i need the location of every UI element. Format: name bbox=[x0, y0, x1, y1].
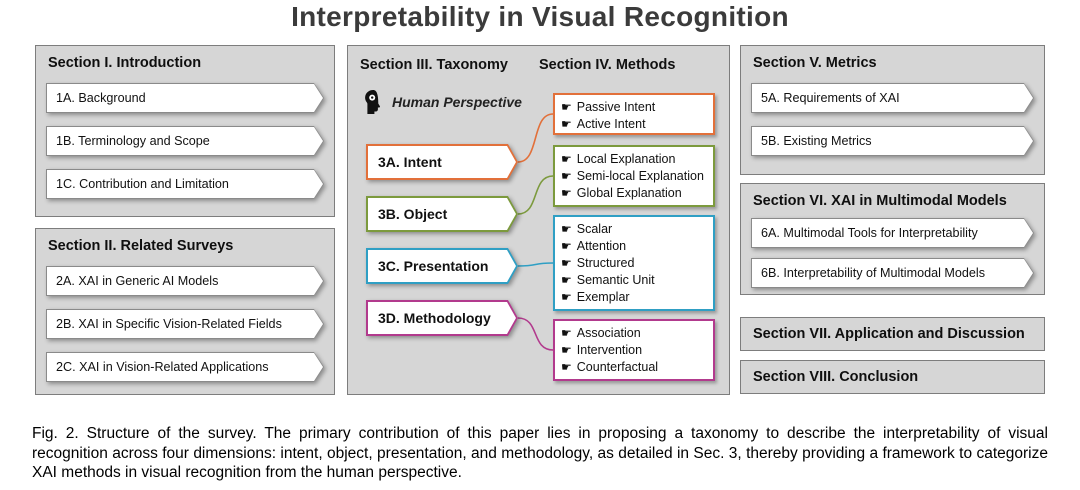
connector-lines bbox=[517, 113, 554, 351]
method-label: Passive Intent bbox=[576, 100, 656, 114]
item-1c: 1C. Contribution and Limitation bbox=[47, 170, 323, 198]
panel-section-7: Section VII. Application and Discussion bbox=[740, 317, 1045, 351]
figure-caption: Fig. 2. Structure of the survey. The pri… bbox=[32, 425, 1048, 481]
list-item: 2A. XAI in Generic AI Models bbox=[46, 266, 324, 296]
section-1-title: Section I. Introduction bbox=[48, 55, 202, 71]
section-2-title: Section II. Related Surveys bbox=[48, 238, 234, 254]
pointer-icon: ☛ bbox=[561, 152, 572, 166]
method-item: ☛ Association bbox=[561, 325, 707, 342]
panel-section-5: Section V. Metrics 5A. Requirements of X… bbox=[740, 45, 1045, 175]
pointer-icon: ☛ bbox=[561, 343, 572, 357]
method-item: ☛ Passive Intent bbox=[561, 99, 707, 116]
list-item: 5B. Existing Metrics bbox=[751, 126, 1034, 156]
item-5b: 5B. Existing Metrics bbox=[752, 127, 1033, 155]
taxonomy-presentation: 3C. Presentation bbox=[366, 248, 518, 284]
section-3-title: Section III. Taxonomy bbox=[360, 57, 508, 73]
method-item: ☛ Semantic Unit bbox=[561, 272, 707, 289]
method-label: Counterfactual bbox=[576, 360, 659, 374]
section-8-title: Section VIII. Conclusion bbox=[753, 369, 919, 385]
method-label: Intervention bbox=[576, 343, 643, 357]
method-item: ☛ Active Intent bbox=[561, 116, 707, 133]
taxonomy-object: 3B. Object bbox=[366, 196, 518, 232]
section-4-title: Section IV. Methods bbox=[539, 57, 676, 73]
method-item: ☛ Global Explanation bbox=[561, 185, 707, 202]
pointer-icon: ☛ bbox=[561, 256, 572, 270]
method-item: ☛ Scalar bbox=[561, 221, 707, 238]
method-label: Attention bbox=[576, 239, 627, 253]
pointer-icon: ☛ bbox=[561, 273, 572, 287]
method-label: Structured bbox=[576, 256, 635, 270]
pointer-icon: ☛ bbox=[561, 326, 572, 340]
pointer-icon: ☛ bbox=[561, 290, 572, 304]
item-2c: 2C. XAI in Vision-Related Applications bbox=[47, 353, 323, 381]
panel-section-2: Section II. Related Surveys 2A. XAI in G… bbox=[35, 228, 335, 395]
method-label: Global Explanation bbox=[576, 186, 682, 200]
human-perspective-label: Human Perspective bbox=[392, 94, 522, 110]
intent-connector bbox=[517, 113, 554, 163]
taxonomy-intent: 3A. Intent bbox=[366, 144, 518, 180]
list-item: 5A. Requirements of XAI bbox=[751, 83, 1034, 113]
presentation-methods-box: ☛ Scalar ☛ Attention ☛ Structured ☛ Semantic… bbox=[553, 215, 715, 311]
method-label: Scalar bbox=[576, 222, 613, 236]
panel-section-1: Section I. Introduction 1A. Background 1… bbox=[35, 45, 335, 217]
method-item: ☛ Counterfactual bbox=[561, 359, 707, 376]
list-item: 2B. XAI in Specific Vision-Related Field… bbox=[46, 309, 324, 339]
item-1a: 1A. Background bbox=[47, 84, 323, 112]
method-label: Semi-local Explanation bbox=[576, 169, 704, 183]
object-methods-box: ☛ Local Explanation ☛ Semi-local Explanati… bbox=[553, 145, 715, 207]
method-item: ☛ Intervention bbox=[561, 342, 707, 359]
list-item: 6A. Multimodal Tools for Interpretabilit… bbox=[751, 218, 1034, 248]
method-label: Active Intent bbox=[576, 117, 646, 131]
method-label: Semantic Unit bbox=[576, 273, 655, 287]
panel-section-6: Section VI. XAI in Multimodal Models 6A.… bbox=[740, 183, 1045, 295]
item-2b: 2B. XAI in Specific Vision-Related Field… bbox=[47, 310, 323, 338]
pointer-icon: ☛ bbox=[561, 239, 572, 253]
method-item: ☛ Local Explanation bbox=[561, 151, 707, 168]
panel-section-8: Section VIII. Conclusion bbox=[740, 360, 1045, 394]
list-item: 1A. Background bbox=[46, 83, 324, 113]
taxonomy-intent-label: 3A. Intent bbox=[368, 146, 516, 178]
section-7-title: Section VII. Application and Discussion bbox=[753, 326, 1025, 342]
item-1b: 1B. Terminology and Scope bbox=[47, 127, 323, 155]
section-6-title: Section VI. XAI in Multimodal Models bbox=[753, 193, 1007, 209]
human-perspective: Human Perspective bbox=[360, 88, 522, 116]
method-item: ☛ Attention bbox=[561, 238, 707, 255]
item-5a: 5A. Requirements of XAI bbox=[752, 84, 1033, 112]
list-item: 1B. Terminology and Scope bbox=[46, 126, 324, 156]
intent-methods-box: ☛ Passive Intent ☛ Active Intent bbox=[553, 93, 715, 135]
pointer-icon: ☛ bbox=[561, 100, 572, 114]
pointer-icon: ☛ bbox=[561, 117, 572, 131]
section-5-title: Section V. Metrics bbox=[753, 55, 877, 71]
pointer-icon: ☛ bbox=[561, 222, 572, 236]
taxonomy-methodology: 3D. Methodology bbox=[366, 300, 518, 336]
taxonomy-methodology-label: 3D. Methodology bbox=[368, 302, 516, 334]
method-label: Local Explanation bbox=[576, 152, 676, 166]
object-connector bbox=[517, 175, 554, 215]
list-item: 1C. Contribution and Limitation bbox=[46, 169, 324, 199]
method-label: Association bbox=[576, 326, 641, 340]
pointer-icon: ☛ bbox=[561, 360, 572, 374]
item-6b: 6B. Interpretability of Multimodal Model… bbox=[752, 259, 1033, 287]
presentation-connector bbox=[517, 262, 554, 267]
head-gear-icon bbox=[365, 90, 381, 114]
list-item: 2C. XAI in Vision-Related Applications bbox=[46, 352, 324, 382]
method-label: Exemplar bbox=[576, 290, 630, 304]
taxonomy-presentation-label: 3C. Presentation bbox=[368, 250, 516, 282]
panel-taxonomy-methods: Section III. Taxonomy Section IV. Method… bbox=[347, 45, 730, 395]
methodology-methods-box: ☛ Association ☛ Intervention ☛ Counterfactu… bbox=[553, 319, 715, 381]
method-item: ☛ Semi-local Explanation bbox=[561, 168, 707, 185]
item-6a: 6A. Multimodal Tools for Interpretabilit… bbox=[752, 219, 1033, 247]
figure-title: Interpretability in Visual Recognition bbox=[291, 1, 789, 32]
pointer-icon: ☛ bbox=[561, 186, 572, 200]
taxonomy-object-label: 3B. Object bbox=[368, 198, 516, 230]
method-item: ☛ Structured bbox=[561, 255, 707, 272]
item-2a: 2A. XAI in Generic AI Models bbox=[47, 267, 323, 295]
methodology-connector bbox=[517, 317, 554, 351]
list-item: 6B. Interpretability of Multimodal Model… bbox=[751, 258, 1034, 288]
pointer-icon: ☛ bbox=[561, 169, 572, 183]
method-item: ☛ Exemplar bbox=[561, 289, 707, 306]
